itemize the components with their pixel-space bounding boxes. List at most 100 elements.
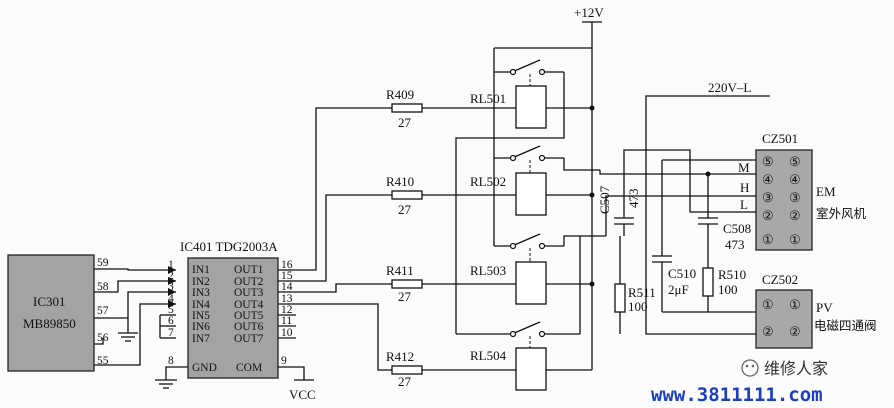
svg-text:②: ② bbox=[789, 324, 801, 339]
connector-cz502: CZ502 ① ① ② ② PV 电磁四通阀 bbox=[755, 272, 877, 349]
svg-text:C510: C510 bbox=[668, 266, 696, 281]
svg-text:OUT6: OUT6 bbox=[234, 321, 264, 333]
svg-text:R511: R511 bbox=[628, 285, 656, 300]
ic401-label: IC401 TDG2003A bbox=[180, 239, 278, 254]
svg-text:RL502: RL502 bbox=[470, 174, 506, 189]
svg-text:IN7: IN7 bbox=[192, 333, 210, 345]
svg-text:27: 27 bbox=[398, 115, 412, 130]
svg-text:④: ④ bbox=[789, 172, 801, 187]
svg-text:OUT5: OUT5 bbox=[234, 310, 264, 322]
svg-text:C507: C507 bbox=[597, 185, 612, 214]
ground-symbol-ic401 bbox=[155, 366, 188, 389]
svg-text:100: 100 bbox=[628, 299, 648, 314]
svg-text:③: ③ bbox=[789, 190, 801, 205]
svg-text:3: 3 bbox=[168, 281, 174, 293]
svg-text:L: L bbox=[740, 197, 748, 212]
svg-text:27: 27 bbox=[398, 202, 412, 217]
svg-text:C508: C508 bbox=[723, 221, 751, 236]
svg-text:13: 13 bbox=[281, 293, 293, 305]
resistor-r409: R409 27 bbox=[386, 87, 423, 130]
ic401-input-pins: 1 2 3 4 5 6 7 8 bbox=[168, 259, 174, 367]
wechat-icon bbox=[741, 359, 759, 377]
svg-text:⑤: ⑤ bbox=[789, 154, 801, 169]
svg-text:R409: R409 bbox=[386, 87, 414, 102]
watermark-brand: 维修人家 bbox=[764, 359, 828, 378]
ic401-body bbox=[187, 257, 279, 379]
vcc-label: VCC bbox=[289, 387, 316, 402]
svg-text:OUT7: OUT7 bbox=[234, 333, 264, 345]
svg-text:100: 100 bbox=[718, 282, 738, 297]
svg-text:①: ① bbox=[762, 232, 774, 247]
svg-text:①: ① bbox=[762, 297, 774, 312]
svg-text:PV: PV bbox=[816, 300, 833, 315]
svg-text:⑤: ⑤ bbox=[762, 154, 774, 169]
svg-text:R510: R510 bbox=[718, 267, 746, 282]
svg-text:OUT3: OUT3 bbox=[234, 287, 264, 299]
svg-text:R410: R410 bbox=[386, 174, 414, 189]
capacitor-c510: C510 2μF bbox=[652, 160, 696, 312]
relay-rl504: RL504 bbox=[470, 347, 547, 391]
supply-label: +12V bbox=[574, 5, 604, 20]
svg-text:4: 4 bbox=[168, 293, 174, 305]
input-arrows bbox=[168, 266, 176, 308]
svg-text:IN1: IN1 bbox=[192, 264, 210, 276]
svg-text:②: ② bbox=[789, 208, 801, 223]
watermark-url: www.3811111.com bbox=[651, 384, 823, 406]
resistor-r410: R410 27 bbox=[386, 174, 423, 217]
svg-text:②: ② bbox=[762, 324, 774, 339]
svg-text:M: M bbox=[738, 160, 750, 175]
resistor-r510: R510 100 bbox=[662, 267, 756, 313]
ac-line-label: 220V–L bbox=[708, 80, 751, 95]
svg-text:16: 16 bbox=[281, 259, 293, 271]
ic301-part: MB89850 bbox=[23, 316, 76, 331]
ic301-pin-59: 59 bbox=[97, 257, 109, 269]
drive-wires bbox=[278, 107, 392, 371]
svg-text:②: ② bbox=[762, 208, 774, 223]
svg-text:③: ③ bbox=[762, 190, 774, 205]
ic301-body bbox=[7, 254, 95, 372]
svg-text:10: 10 bbox=[281, 327, 293, 339]
svg-text:OUT2: OUT2 bbox=[234, 276, 264, 288]
cz501-wiring bbox=[599, 149, 756, 236]
svg-text:RL503: RL503 bbox=[470, 263, 506, 278]
svg-text:CZ502: CZ502 bbox=[762, 272, 798, 287]
svg-text:CZ501: CZ501 bbox=[762, 131, 798, 146]
svg-text:11: 11 bbox=[281, 315, 292, 327]
svg-text:IN2: IN2 bbox=[192, 276, 210, 288]
svg-text:R411: R411 bbox=[386, 263, 414, 278]
svg-text:①: ① bbox=[789, 232, 801, 247]
ic301-pin-58: 58 bbox=[97, 281, 109, 293]
watermark: 维修人家 www.3811111.com bbox=[651, 359, 828, 406]
svg-text:RL504: RL504 bbox=[470, 348, 507, 363]
svg-text:6: 6 bbox=[168, 315, 174, 327]
ic301-pin-55: 55 bbox=[97, 355, 109, 367]
ac-line bbox=[645, 95, 770, 335]
svg-text:14: 14 bbox=[281, 281, 293, 293]
svg-text:5: 5 bbox=[168, 304, 174, 316]
supply-bus bbox=[582, 21, 602, 370]
svg-text:8: 8 bbox=[168, 355, 174, 367]
svg-text:27: 27 bbox=[398, 374, 412, 389]
svg-text:9: 9 bbox=[281, 355, 287, 367]
capacitor-c507: C507 473 bbox=[597, 170, 641, 236]
svg-text:2μF: 2μF bbox=[668, 282, 689, 297]
svg-text:473: 473 bbox=[725, 237, 745, 252]
svg-text:1: 1 bbox=[168, 259, 174, 271]
svg-text:电磁四通阀: 电磁四通阀 bbox=[814, 318, 877, 333]
svg-text:12: 12 bbox=[281, 304, 293, 316]
ic301-name: IC301 bbox=[33, 294, 66, 309]
svg-text:IN5: IN5 bbox=[192, 310, 210, 322]
relay-rl502: RL502 bbox=[470, 172, 547, 216]
ic401-output-pins: 16 15 14 13 12 11 10 9 bbox=[281, 259, 293, 367]
svg-text:OUT1: OUT1 bbox=[234, 264, 264, 276]
ground-symbol-ic301 bbox=[118, 332, 138, 342]
svg-text:27: 27 bbox=[398, 289, 412, 304]
relay-contacts bbox=[456, 47, 592, 348]
resistor-r411: R411 27 bbox=[386, 263, 423, 304]
vcc-connection bbox=[278, 366, 314, 381]
svg-text:2: 2 bbox=[168, 270, 174, 282]
ic401-input-labels: IN1 IN2 IN3 IN4 IN5 IN6 IN7 GND bbox=[192, 264, 217, 374]
svg-text:①: ① bbox=[789, 297, 801, 312]
relay-rl501: RL501 bbox=[470, 85, 547, 129]
